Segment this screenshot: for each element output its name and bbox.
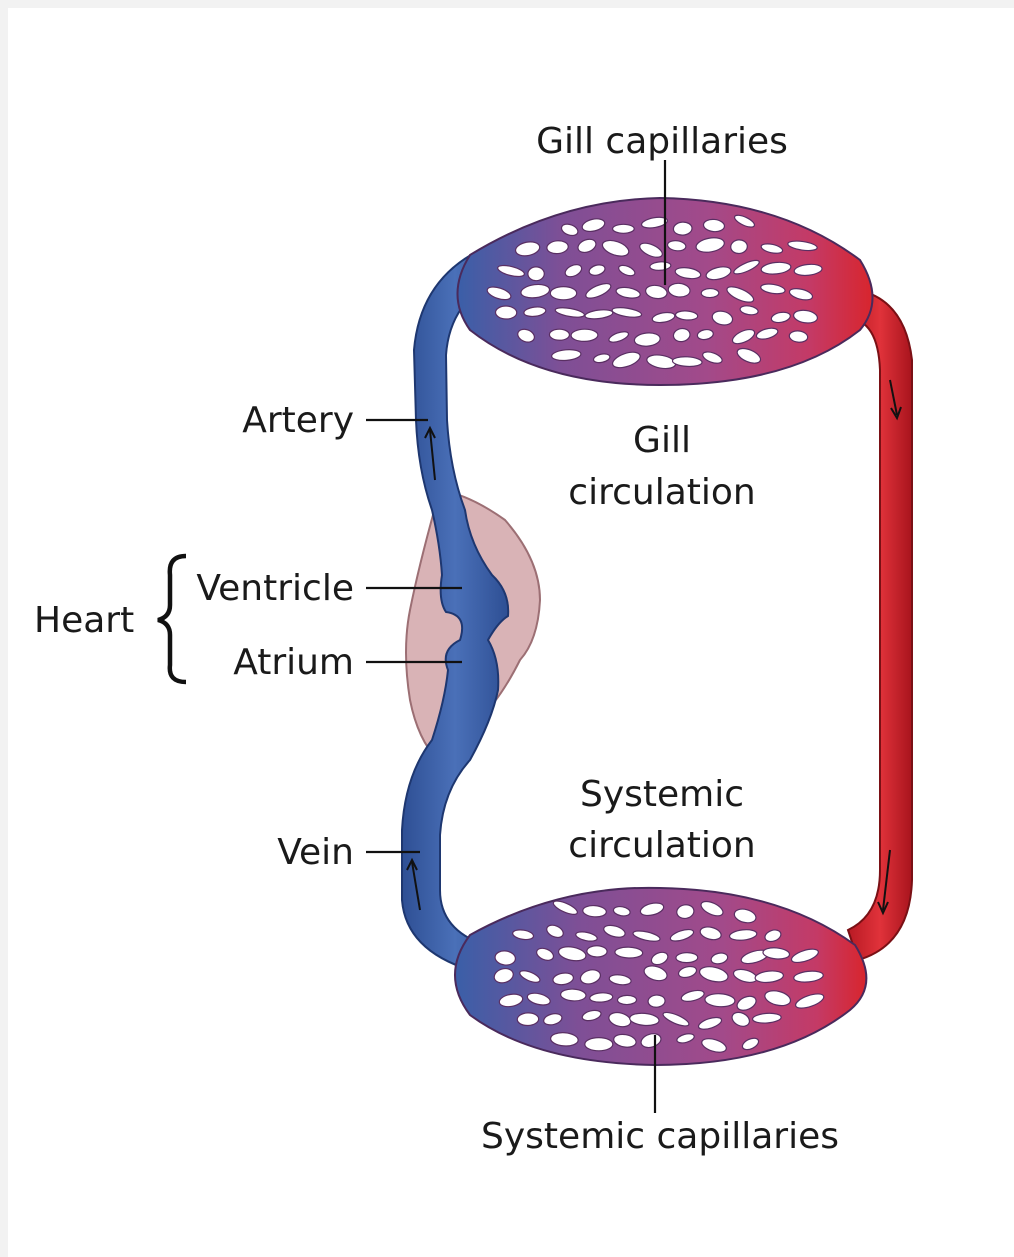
vein-label: Vein <box>277 832 354 873</box>
capillary-hole <box>617 995 636 1005</box>
capillary-hole <box>528 267 545 281</box>
gill-circulation-label-line2: circulation <box>568 472 755 513</box>
gill-capillaries-label: Gill capillaries <box>536 121 788 162</box>
heart-brace <box>158 556 186 682</box>
atrium-label: Atrium <box>233 642 354 683</box>
systemic-capillaries-label: Systemic capillaries <box>481 1116 839 1157</box>
capillary-hole <box>587 946 607 958</box>
oxygenated-vessel <box>848 290 912 960</box>
capillary-hole <box>550 287 576 300</box>
ventricle-label: Ventricle <box>196 568 354 609</box>
systemic-circulation-label-line2: circulation <box>568 825 755 866</box>
systemic-circulation-label-line1: Systemic <box>580 774 744 815</box>
capillary-hole <box>517 1013 539 1026</box>
capillary-hole <box>701 288 719 297</box>
capillary-hole <box>648 994 666 1007</box>
capillary-hole <box>585 1038 613 1051</box>
artery-label: Artery <box>242 400 354 441</box>
capillary-hole <box>549 329 569 340</box>
capillary-hole <box>615 947 643 959</box>
capillary-hole <box>613 224 635 233</box>
heart-label: Heart <box>34 600 134 641</box>
capillary-hole <box>495 306 516 319</box>
capillary-hole <box>571 329 598 342</box>
capillary-hole <box>676 952 698 962</box>
gill-circulation-label-line1: Gill <box>633 420 691 461</box>
